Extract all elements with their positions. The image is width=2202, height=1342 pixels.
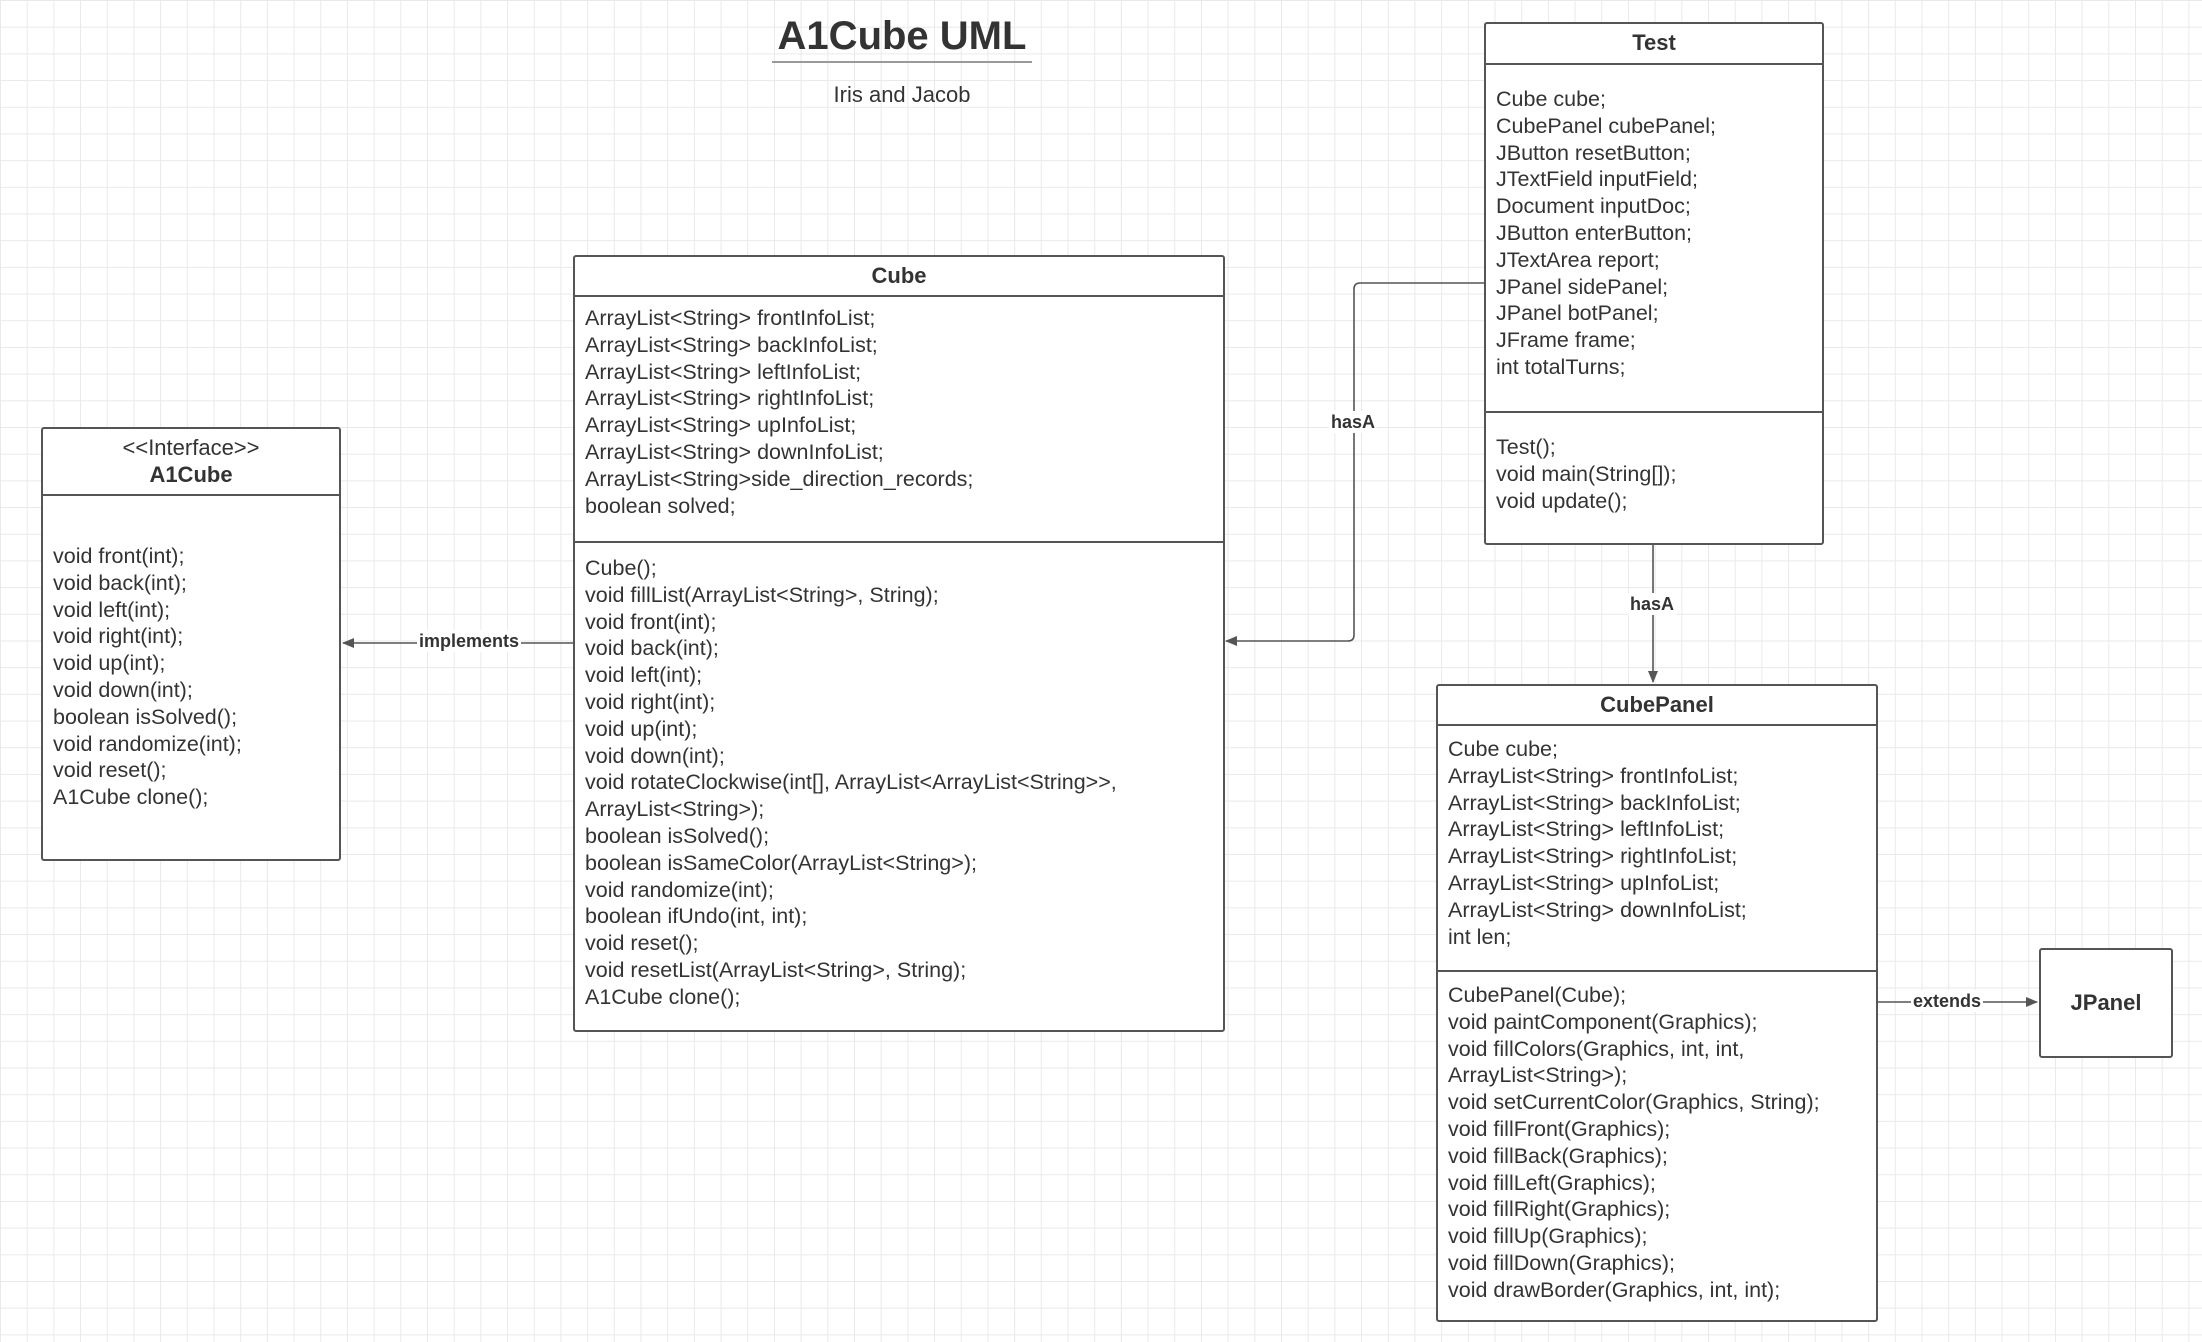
method-line: void fillColors(Graphics, int, int, — [1448, 1036, 1745, 1061]
method-line: void fillList(ArrayList<String>, String)… — [585, 582, 939, 607]
class-cube-fields: ArrayList<String> frontInfoList; ArrayLi… — [575, 297, 1223, 543]
field-line: ArrayList<String>side_direction_records; — [585, 466, 974, 491]
field-line: ArrayList<String> rightInfoList; — [1448, 844, 1738, 869]
method-line: void back(int); — [585, 636, 719, 661]
method-line: void reset(); — [585, 931, 699, 956]
field-line: ArrayList<String> backInfoList; — [585, 332, 878, 357]
method-line: void fillLeft(Graphics); — [1448, 1170, 1656, 1195]
method-line: boolean isSolved(); — [585, 823, 770, 848]
method-line: void back(int); — [53, 570, 187, 595]
test-cubepanel-hasa-label: hasA — [1628, 593, 1677, 615]
method-line: void setCurrentColor(Graphics, String); — [1448, 1090, 1820, 1115]
field-line: ArrayList<String> leftInfoList; — [1448, 817, 1725, 842]
method-line: ArrayList<String>); — [585, 797, 765, 822]
method-line: void down(int); — [53, 677, 193, 702]
class-cubepanel-methods: CubePanel(Cube); void paintComponent(Gra… — [1438, 972, 1876, 1304]
method-line: CubePanel(Cube); — [1448, 983, 1627, 1007]
class-test-fields: Cube cube; CubePanel cubePanel; JButton … — [1486, 65, 1822, 413]
test-cube-connector — [1225, 282, 1484, 646]
method-line: void fillUp(Graphics); — [1448, 1224, 1648, 1249]
method-line: void main(String[]); — [1496, 461, 1677, 486]
field-line: JPanel sidePanel; — [1496, 274, 1669, 299]
field-line: ArrayList<String> downInfoList; — [1448, 897, 1747, 922]
class-test-name: Test — [1632, 30, 1676, 55]
field-line: ArrayList<String> upInfoList; — [1448, 870, 1720, 895]
class-cube-name: Cube — [871, 263, 927, 288]
method-line: void fillRight(Graphics); — [1448, 1197, 1671, 1222]
class-jpanel-name: JPanel — [2070, 990, 2142, 1015]
field-line: ArrayList<String> upInfoList; — [585, 413, 857, 438]
class-a1cube-header: <<Interface>> A1Cube — [43, 429, 339, 496]
method-line: void rotateClockwise(int[], ArrayList<Ar… — [585, 770, 1117, 795]
method-line: void up(int); — [585, 716, 698, 741]
method-line: boolean ifUndo(int, int); — [585, 904, 808, 929]
field-line: JButton resetButton; — [1496, 140, 1691, 165]
method-line: void randomize(int); — [53, 731, 242, 756]
method-line: void resetList(ArrayList<String>, String… — [585, 957, 967, 982]
class-a1cube-stereotype: <<Interface>> — [122, 435, 260, 460]
method-line: void right(int); — [585, 689, 716, 714]
class-cube-methods: Cube(); void fillList(ArrayList<String>,… — [575, 543, 1223, 1011]
field-line: JTextField inputField; — [1496, 167, 1698, 192]
method-line: void front(int); — [53, 544, 185, 568]
field-line: int len; — [1448, 924, 1512, 949]
method-line: void reset(); — [53, 758, 167, 783]
diagram-subtitle: Iris and Jacob — [833, 82, 971, 107]
method-line: void paintComponent(Graphics); — [1448, 1009, 1758, 1034]
class-cube-header: Cube — [575, 257, 1223, 297]
field-line: int totalTurns; — [1496, 354, 1626, 379]
method-line: A1Cube clone(); — [585, 984, 741, 1009]
field-line: Cube cube; — [1496, 87, 1606, 111]
method-line: ArrayList<String>); — [1448, 1063, 1628, 1088]
method-line: void fillFront(Graphics); — [1448, 1116, 1671, 1141]
class-jpanel[interactable]: JPanel — [2039, 948, 2173, 1058]
method-line: void front(int); — [585, 609, 717, 634]
class-cubepanel[interactable]: CubePanel Cube cube; ArrayList<String> f… — [1436, 684, 1878, 1322]
class-cubepanel-header: CubePanel — [1438, 686, 1876, 726]
class-cube[interactable]: Cube ArrayList<String> frontInfoList; Ar… — [573, 255, 1225, 1032]
field-line: Document inputDoc; — [1496, 194, 1691, 219]
method-line: void down(int); — [585, 743, 725, 768]
method-line: boolean isSameColor(ArrayList<String>); — [585, 850, 977, 875]
class-cubepanel-name: CubePanel — [1600, 692, 1714, 717]
field-line: Cube cube; — [1448, 737, 1558, 761]
method-line: void fillDown(Graphics); — [1448, 1250, 1676, 1275]
class-cubepanel-fields: Cube cube; ArrayList<String> frontInfoLi… — [1438, 726, 1876, 972]
method-line: A1Cube clone(); — [53, 785, 209, 810]
method-line: Test(); — [1496, 435, 1556, 459]
method-line: Cube(); — [585, 556, 657, 580]
method-line: void randomize(int); — [585, 877, 774, 902]
field-line: ArrayList<String> frontInfoList; — [585, 306, 876, 330]
method-line: void fillBack(Graphics); — [1448, 1143, 1668, 1168]
class-a1cube-methods: void front(int); void back(int); void le… — [43, 496, 339, 811]
field-line: ArrayList<String> backInfoList; — [1448, 790, 1741, 815]
implements-label: implements — [417, 630, 522, 652]
method-line: boolean isSolved(); — [53, 704, 238, 729]
field-line: ArrayList<String> downInfoList; — [585, 439, 884, 464]
method-line: void up(int); — [53, 651, 166, 676]
class-test-header: Test — [1486, 24, 1822, 65]
class-test-methods: Test(); void main(String[]); void update… — [1486, 413, 1822, 514]
field-line: ArrayList<String> frontInfoList; — [1448, 763, 1739, 788]
extends-label: extends — [1911, 990, 1984, 1012]
field-line: ArrayList<String> rightInfoList; — [585, 386, 875, 411]
method-line: void left(int); — [585, 663, 703, 688]
method-line: void update(); — [1496, 488, 1628, 513]
field-line: CubePanel cubePanel; — [1496, 113, 1716, 138]
field-line: JTextArea report; — [1496, 247, 1660, 272]
diagram-title: A1Cube UML — [772, 14, 1032, 63]
field-line: JFrame frame; — [1496, 328, 1636, 353]
class-test[interactable]: Test Cube cube; CubePanel cubePanel; JBu… — [1484, 22, 1824, 545]
method-line: void left(int); — [53, 597, 171, 622]
field-line: JButton enterButton; — [1496, 220, 1693, 245]
field-line: ArrayList<String> leftInfoList; — [585, 359, 862, 384]
method-line: void right(int); — [53, 624, 184, 649]
method-line: void drawBorder(Graphics, int, int); — [1448, 1277, 1781, 1302]
class-a1cube[interactable]: <<Interface>> A1Cube void front(int); vo… — [41, 427, 341, 861]
test-cube-hasa-label: hasA — [1329, 411, 1378, 433]
field-line: JPanel botPanel; — [1496, 301, 1659, 326]
field-line: boolean solved; — [585, 493, 736, 518]
class-a1cube-name: A1Cube — [149, 462, 233, 487]
